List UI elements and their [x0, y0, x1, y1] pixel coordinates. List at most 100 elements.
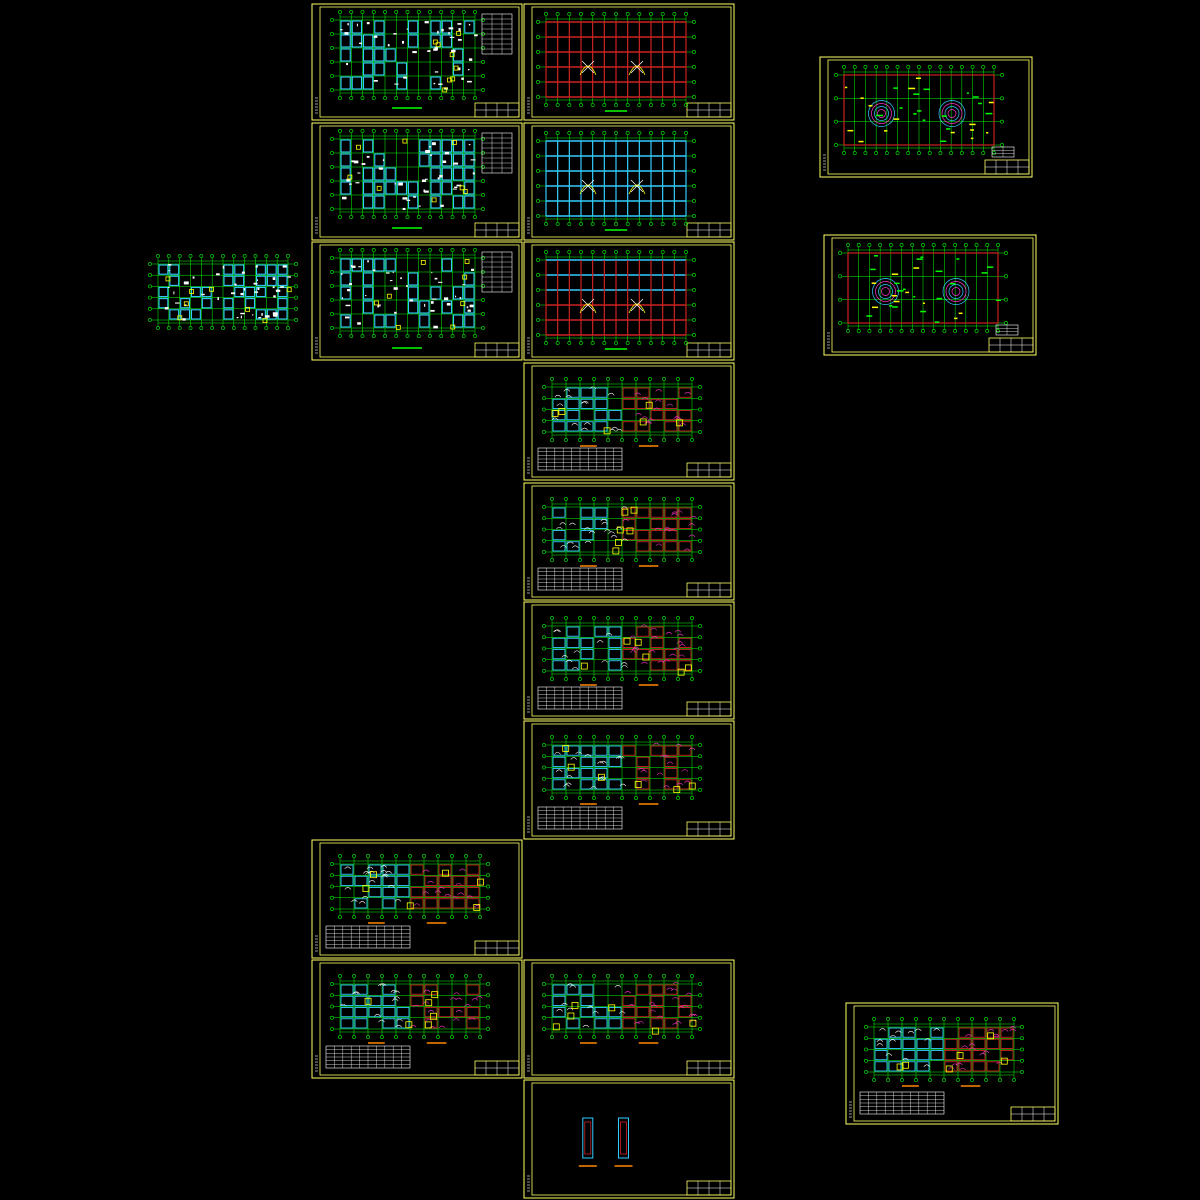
axis-bubble — [349, 129, 354, 133]
wall-outline — [374, 314, 385, 328]
rebar-hook — [413, 903, 421, 906]
annotation-text — [183, 281, 189, 285]
sheet-b3[interactable] — [523, 241, 735, 361]
axis-bubble — [330, 895, 334, 900]
slab-panel — [580, 398, 594, 409]
wall-outline — [452, 314, 464, 328]
axis-bubble — [428, 96, 432, 100]
rebar-hook — [351, 899, 358, 903]
axis-bubble — [648, 497, 652, 501]
landscape-ring — [941, 103, 963, 124]
axis-bubble — [684, 12, 688, 16]
sheet-loose-plan[interactable] — [148, 254, 298, 330]
slab-panel — [874, 1050, 888, 1061]
axis-bubble — [542, 1004, 546, 1009]
annotation-text — [240, 315, 242, 319]
rebar-hook — [427, 1009, 435, 1013]
axis-bubble — [473, 129, 477, 133]
sheet-c1[interactable] — [523, 362, 735, 481]
axis-bubble — [330, 46, 334, 50]
rebar-hook — [969, 1047, 976, 1051]
axis-bubble — [330, 88, 334, 92]
axis-bubble — [330, 862, 334, 866]
sheet-d1[interactable] — [311, 839, 523, 959]
slab-panel — [972, 1061, 986, 1072]
rebar-hook — [581, 427, 588, 431]
annotation-text — [255, 265, 258, 268]
axis-bubble — [544, 12, 548, 16]
annotation-text — [340, 29, 343, 31]
slab-panel — [664, 660, 678, 671]
sheet-b2[interactable] — [523, 122, 735, 241]
axis-bubble — [349, 215, 354, 219]
axis-bubble — [863, 151, 868, 155]
axis-bubble — [634, 677, 638, 681]
axis-bubble — [698, 1004, 702, 1009]
axis-bubble — [917, 151, 921, 155]
sheet-f1[interactable] — [845, 1002, 1059, 1125]
sheet-b1[interactable] — [523, 3, 735, 121]
rebar-hook — [575, 751, 582, 755]
sheet-c3[interactable] — [523, 601, 735, 720]
axis-bubble — [620, 677, 624, 681]
slab-panel — [566, 637, 580, 648]
axis-bubble — [942, 1078, 946, 1082]
slab-panel — [340, 1007, 354, 1018]
sheet-a1[interactable] — [311, 3, 523, 121]
axis-bubble — [422, 974, 426, 978]
sheet-d2[interactable] — [311, 959, 523, 1079]
sheet-c2[interactable] — [523, 482, 735, 601]
rebar-hook — [656, 772, 664, 776]
annotation-text — [344, 316, 350, 319]
wall-outline — [245, 298, 256, 309]
column-marker — [473, 904, 481, 911]
rebar-hook — [566, 1007, 574, 1011]
axis-bubble — [634, 558, 638, 562]
axis-bubble — [1000, 96, 1004, 101]
axis-bubble — [662, 796, 666, 800]
rebar-hook — [378, 983, 385, 987]
axis-bubble — [416, 248, 421, 252]
sheet-a2[interactable] — [311, 122, 523, 241]
slab-panel — [650, 626, 664, 637]
axis-bubble — [698, 635, 702, 640]
rebar-hook — [672, 981, 680, 985]
column-marker — [262, 318, 268, 323]
slab-panel — [958, 1038, 972, 1049]
annotation-text — [429, 146, 431, 148]
axis-bubble — [906, 151, 911, 155]
axis-bubble — [672, 341, 677, 345]
annotation-text — [433, 325, 438, 329]
wall-outline — [340, 286, 351, 300]
axis-bubble — [1000, 73, 1004, 77]
axis-bubble — [422, 1035, 426, 1039]
axis-bubble — [578, 974, 582, 978]
sheet-c4[interactable] — [523, 720, 735, 840]
column-marker — [460, 301, 466, 307]
sheet-outer-border — [311, 241, 523, 361]
annotation-text — [386, 272, 390, 274]
sheet-a3[interactable] — [311, 241, 523, 361]
rebar-hook — [688, 523, 695, 526]
sheet-e1[interactable] — [819, 56, 1033, 178]
wall-outline — [419, 153, 430, 167]
sheet-d3[interactable] — [523, 959, 735, 1079]
annotation-text — [168, 286, 170, 288]
slab-panel — [382, 984, 396, 995]
slab-panel — [552, 541, 566, 552]
sheet-inner-border — [827, 59, 1030, 175]
sheet-d4[interactable] — [523, 1079, 735, 1199]
axis-bubble — [394, 915, 398, 919]
rebar-hook — [902, 1058, 909, 1061]
axis-bubble — [481, 179, 485, 183]
site-annotation — [954, 317, 958, 320]
rebar-hook — [423, 989, 431, 993]
rebar-hook — [924, 1038, 932, 1041]
rebar-hook — [476, 996, 483, 999]
sheet-e2[interactable] — [823, 234, 1037, 356]
annotation-text — [437, 30, 439, 34]
axis-bubble — [690, 438, 694, 442]
rebar-hook — [621, 662, 628, 665]
axis-bubble — [439, 129, 444, 133]
